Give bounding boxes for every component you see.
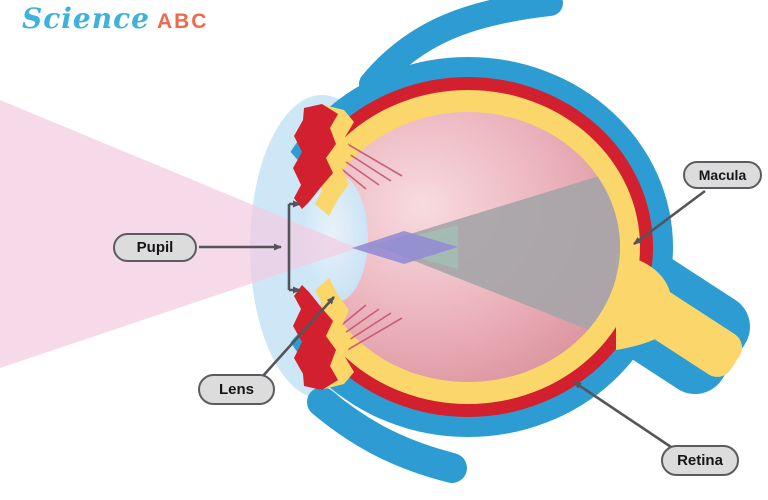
lens-label-text: Lens (218, 381, 254, 398)
macula-label: Macula (683, 161, 762, 189)
superior-muscle (359, 0, 563, 97)
logo-science-text: Science (22, 2, 150, 35)
retina-label-text: Retina (677, 452, 723, 469)
iris-upper (293, 104, 338, 209)
lens-label: Lens (198, 374, 275, 405)
science-abc-logo: Science ABC (22, 2, 208, 35)
logo-abc-text: ABC (156, 10, 209, 33)
callout-arrows (199, 189, 706, 451)
macula-arrow (633, 189, 706, 246)
image-cone (374, 162, 620, 352)
focused-light (352, 231, 458, 264)
pupil-label: Pupil (113, 233, 197, 262)
retina-label: Retina (661, 445, 739, 476)
lens-arrow (261, 296, 335, 378)
pupil-label-text: Pupil (136, 239, 174, 256)
macula-label-text: Macula (698, 167, 747, 183)
iris-lower (293, 285, 338, 390)
optic-disc-flare (616, 254, 672, 350)
retina-arrow (573, 380, 675, 451)
inferior-muscle (307, 387, 467, 483)
